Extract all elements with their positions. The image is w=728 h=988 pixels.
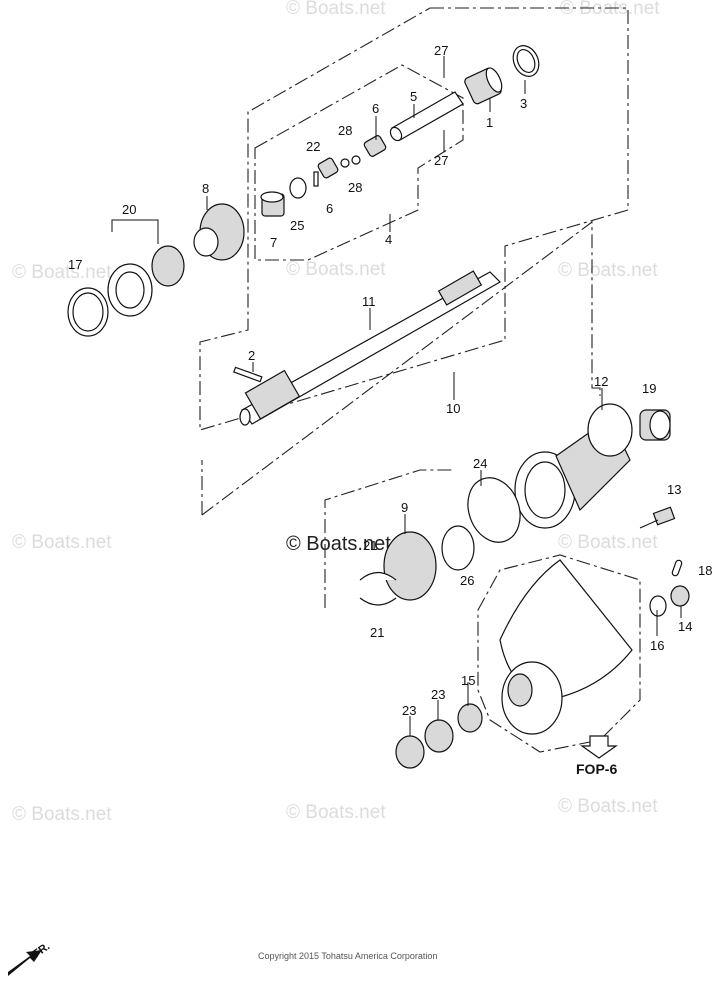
watermark: © Boats.net	[286, 0, 386, 19]
watermark: © Boats.net	[286, 259, 386, 280]
bearing-part-19	[639, 409, 671, 441]
callout-label: 7	[270, 235, 277, 250]
front-arrow-icon	[8, 950, 42, 976]
copyright-notice: Copyright 2015 Tohatsu America Corporati…	[258, 951, 437, 961]
callout-label: 20	[122, 202, 136, 217]
watermark: © Boats.net	[560, 0, 660, 19]
gear-part-9	[383, 531, 437, 601]
shift-rod-part-5	[389, 91, 464, 142]
ball-part-28	[340, 158, 350, 168]
ring-part-3-inner	[516, 49, 536, 73]
retainer-part-21	[359, 571, 397, 581]
callout-label: 15	[461, 673, 475, 688]
watermark-layer: © Boats.net © Boats.net © Boats.net © Bo…	[12, 0, 660, 825]
callout-label: 22	[306, 139, 320, 154]
callout-label: 10	[446, 401, 460, 416]
callout-label: 28	[338, 123, 352, 138]
watermark: © Boats.net	[558, 532, 658, 553]
bolt-part-13	[639, 506, 676, 529]
watermark: © Boats.net	[12, 262, 112, 283]
spring-part-6b	[317, 157, 339, 179]
watermark: © Boats.net	[558, 796, 658, 817]
watermark: © Boats.net	[286, 802, 386, 823]
callout-label: 8	[202, 181, 209, 196]
callout-label: 5	[410, 89, 417, 104]
callout-label: 28	[348, 180, 362, 195]
parts-layer	[8, 45, 690, 976]
pin-part-2	[233, 366, 263, 383]
callout-label: 9	[401, 500, 408, 515]
callout-label: 2	[248, 348, 255, 363]
callout-label: 18	[698, 563, 712, 578]
fop-arrow-icon	[580, 735, 618, 759]
callout-label: 17	[68, 257, 82, 272]
callouts: 27 3 1 5 6 28 22 27 28 6 25 7 4 8 20 17 …	[68, 43, 712, 718]
group-outlines	[199, 7, 641, 753]
callout-label: 25	[290, 218, 304, 233]
propshaft-outline	[201, 220, 601, 516]
bearing-part-26	[441, 525, 475, 571]
callout-label: 23	[402, 703, 416, 718]
bearing-part-20	[107, 245, 185, 317]
propeller-outline	[477, 554, 641, 753]
watermark: © Boats.net	[12, 804, 112, 825]
washer-part-16	[649, 595, 667, 617]
oring-part-24	[467, 477, 521, 543]
callout-label: 19	[642, 381, 656, 396]
callout-label: 6	[326, 201, 333, 216]
gear-part-8	[193, 203, 245, 261]
retainer-part-21b	[359, 597, 397, 606]
cotter-pin-part-18	[671, 559, 683, 577]
outer-assembly-outline	[199, 7, 629, 431]
callout-label: 26	[460, 573, 474, 588]
seal-part-23b	[395, 735, 425, 769]
shim-part-17-inner	[72, 292, 104, 332]
housing-part-12	[514, 403, 633, 529]
callout-label: 14	[678, 619, 692, 634]
callout-label: 1	[486, 115, 493, 130]
spacer-part-15	[457, 703, 483, 733]
callout-label: 16	[650, 638, 664, 653]
clip-part-25	[289, 177, 307, 199]
callout-label: 24	[473, 456, 487, 471]
spring-part-6	[363, 135, 387, 157]
plunger-part-7	[260, 191, 285, 217]
leader-lines	[111, 56, 682, 736]
watermark: © Boats.net	[12, 532, 112, 553]
nut-part-14	[670, 585, 690, 607]
watermark: © Boats.net	[558, 260, 658, 281]
callout-label: 13	[667, 482, 681, 497]
callout-label: 27	[434, 153, 448, 168]
fop-label: FOP-6	[576, 761, 617, 777]
forward-gear-outline	[324, 469, 455, 608]
shift-assembly-outline	[254, 64, 464, 261]
shaft-part-11	[239, 270, 501, 426]
callout-label: 12	[594, 374, 608, 389]
center-watermark: © Boats.net	[286, 533, 391, 555]
callout-label: 6	[372, 101, 379, 116]
ball-part-28b	[351, 155, 361, 165]
callout-label: 21	[363, 538, 377, 553]
clutch-part-1	[464, 67, 503, 105]
callout-label: 3	[520, 96, 527, 111]
callout-label: 4	[385, 232, 392, 247]
pin-part-22	[313, 171, 319, 187]
callout-label: 27	[434, 43, 448, 58]
propeller	[499, 559, 633, 735]
seal-part-23	[424, 719, 454, 753]
callout-label: 11	[362, 294, 376, 309]
callout-label: 23	[431, 687, 445, 702]
callout-label: 21	[370, 625, 384, 640]
